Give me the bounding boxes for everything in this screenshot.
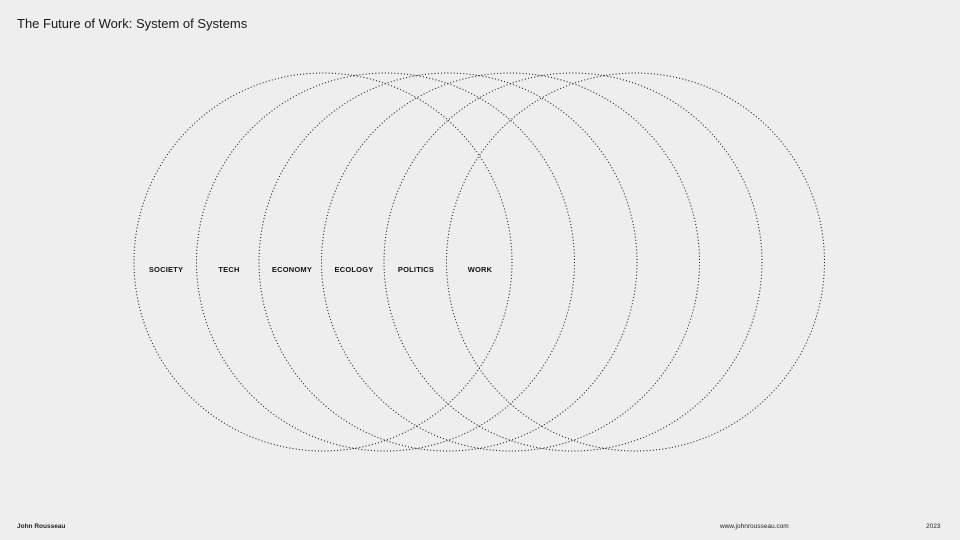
label-tech: TECH — [218, 265, 240, 274]
label-society: SOCIETY — [148, 265, 184, 274]
circle-society — [133, 72, 513, 452]
footer-author: John Rousseau — [17, 523, 66, 530]
footer-url: www.johnrousseau.com — [720, 523, 789, 530]
label-ecology: ECOLOGY — [334, 265, 374, 274]
circle-economy — [258, 72, 638, 452]
circle-work — [446, 72, 825, 452]
footer-year: 2023 — [926, 523, 941, 530]
circle-tech — [196, 72, 575, 452]
label-economy: ECONOMY — [271, 265, 313, 274]
circle-ecology — [321, 72, 700, 452]
label-politics: POLITICS — [397, 265, 435, 274]
page-title: The Future of Work: System of Systems — [17, 16, 248, 31]
label-work: WORK — [467, 265, 493, 274]
circle-politics — [383, 72, 763, 452]
